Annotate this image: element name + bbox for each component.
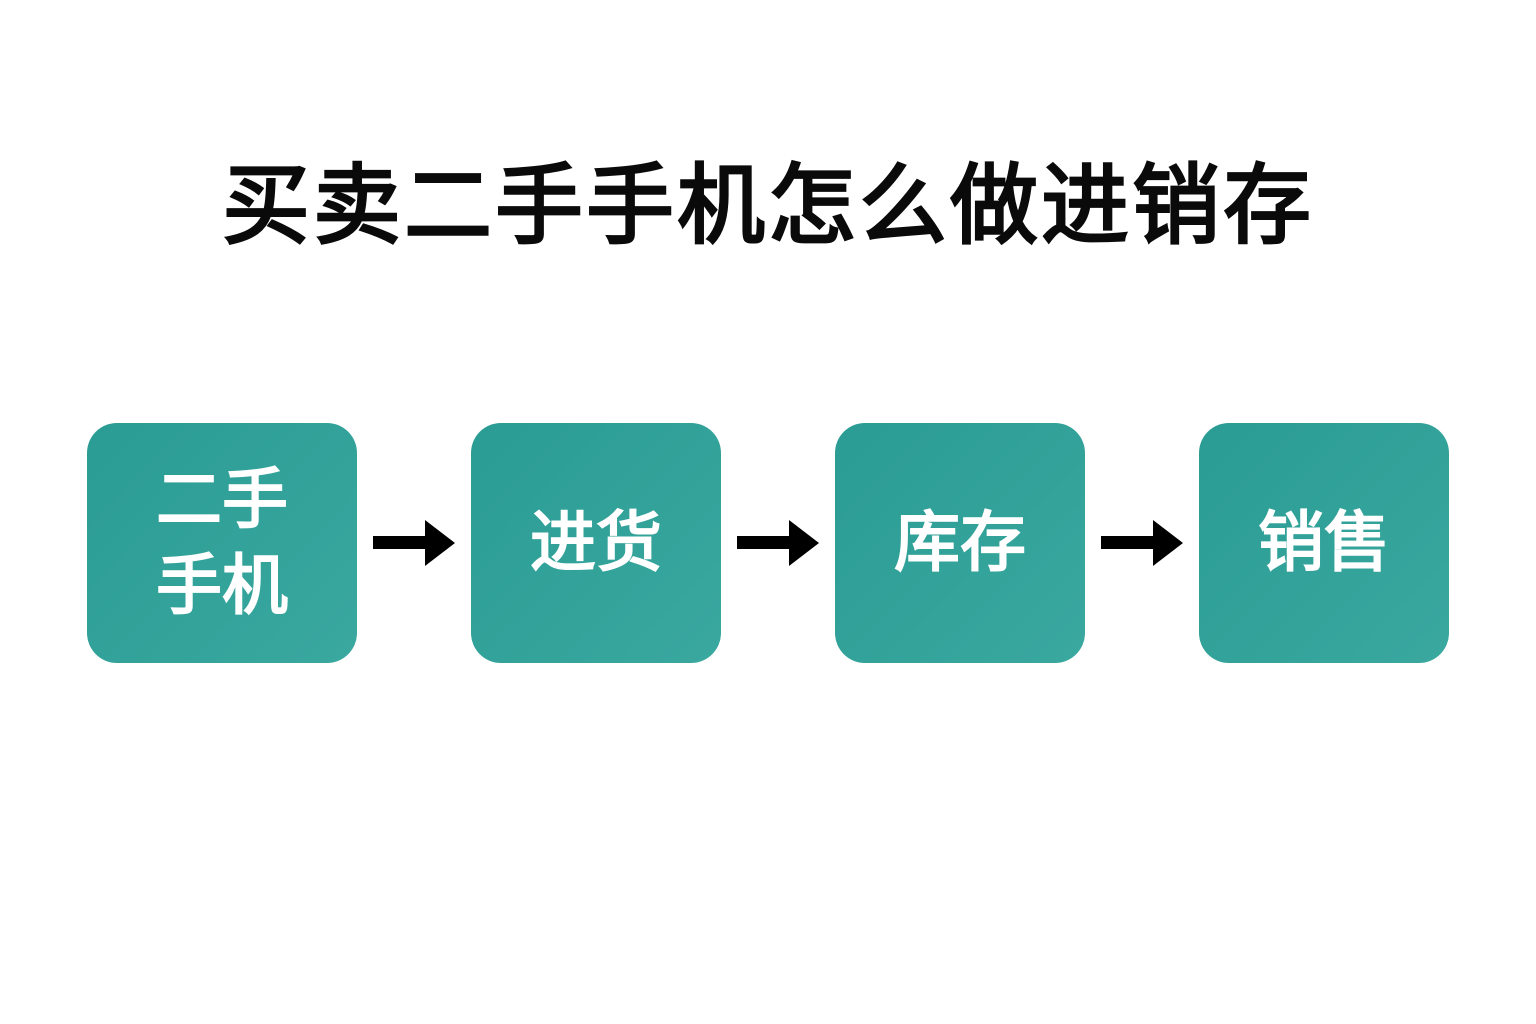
flow-node-sales: 销售 bbox=[1199, 422, 1449, 663]
flow-node-label: 进货 bbox=[530, 504, 662, 579]
flow-node-label: 二手 手机 bbox=[156, 462, 288, 622]
flow-diagram: 二手 手机 进货 库存 销售 bbox=[87, 422, 1449, 663]
flow-node-second-hand-phone: 二手 手机 bbox=[87, 422, 357, 663]
flow-node-label: 库存 bbox=[894, 504, 1026, 579]
arrow-right-icon bbox=[737, 519, 819, 566]
arrow-right-icon bbox=[373, 519, 455, 566]
flow-node-label: 销售 bbox=[1258, 504, 1390, 579]
page-title: 买卖二手手机怎么做进销存 bbox=[221, 156, 1314, 255]
arrow-right-icon bbox=[1101, 519, 1183, 566]
flow-node-purchase: 进货 bbox=[471, 422, 721, 663]
flow-node-inventory: 库存 bbox=[835, 422, 1085, 663]
